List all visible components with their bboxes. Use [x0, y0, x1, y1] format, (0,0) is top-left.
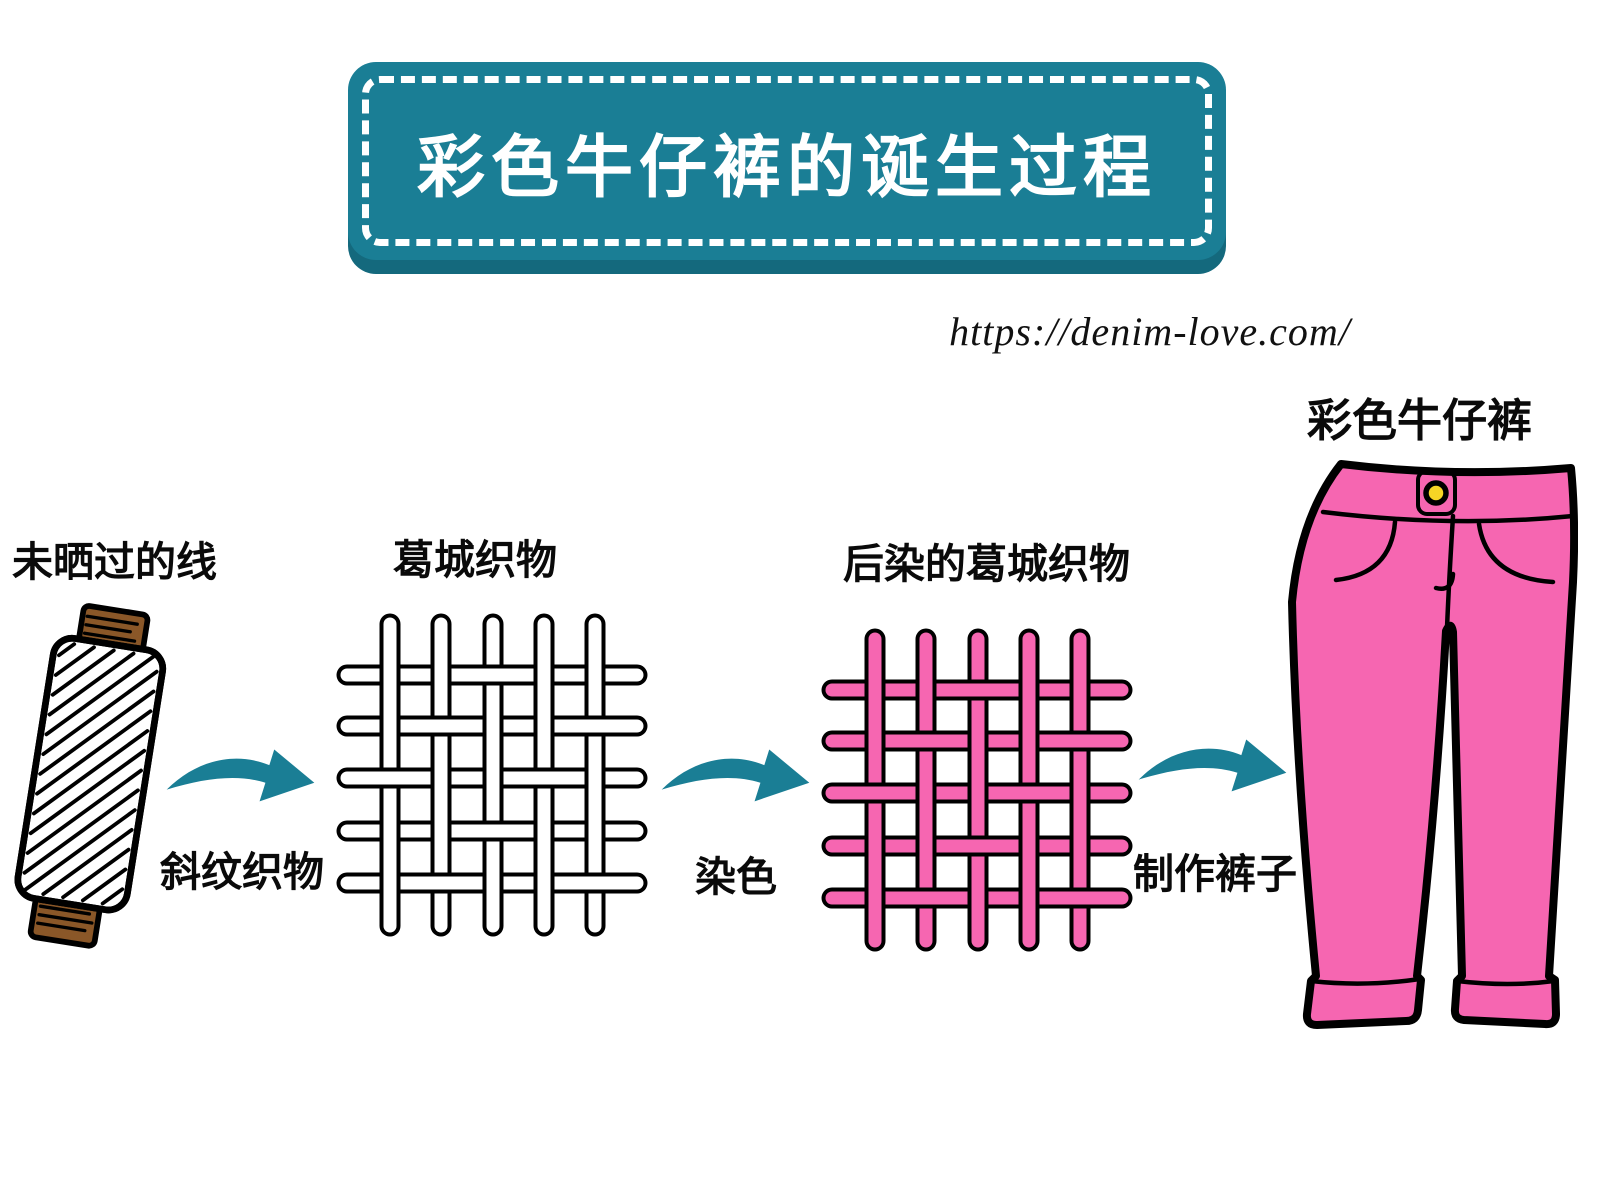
- spool-hatch-line: [22, 788, 140, 875]
- step-label-jeans: 彩色牛仔裤: [1307, 396, 1533, 446]
- jeans-right-cuff-line: [1454, 978, 1557, 987]
- spool-hatch-line: [35, 709, 153, 796]
- dyed-fabric-weave-illustration: [821, 628, 1133, 952]
- process-arrow-icon: [166, 749, 315, 802]
- spool-hatch-line: [53, 645, 96, 677]
- step-label-fabric: 葛城织物: [393, 537, 557, 583]
- jeans-button-tab: [1416, 469, 1457, 516]
- jeans-fly-hook-line: [1433, 571, 1456, 591]
- spool-hatch-line: [50, 648, 116, 697]
- jeans-button: [1423, 480, 1449, 506]
- process-arrow-icon: [661, 749, 810, 802]
- step-label-thread: 未晒过的线: [12, 539, 217, 585]
- spool-hatch-line: [61, 847, 131, 900]
- arrow-label-weaving: 斜纹织物: [160, 849, 324, 895]
- arrow-label-dyeing: 染色: [695, 854, 777, 900]
- spool-hatch-line: [21, 808, 137, 893]
- spool-hatch-line: [25, 768, 143, 855]
- page-title: 彩色牛仔裤的诞生过程: [416, 129, 1157, 206]
- jeans-illustration: [1288, 460, 1578, 1029]
- spool-hatch-line: [44, 654, 156, 737]
- step-label-dyed-fabric: 后染的葛城织物: [843, 541, 1130, 587]
- jeans-silhouette: [1288, 460, 1578, 1029]
- website-url: https://denim-love.com/: [949, 309, 1351, 354]
- spool-thread-hatching: [21, 642, 159, 906]
- spool-hatch-line: [57, 642, 77, 658]
- arrow-label-sewing: 制作裤子: [1133, 851, 1297, 897]
- jeans-right-pocket-line: [1476, 521, 1556, 585]
- spool-hatch-line: [28, 748, 147, 836]
- spool-hatch-line: [47, 651, 136, 717]
- jeans-left-pocket-line: [1333, 519, 1398, 583]
- spool-hatch-line: [31, 729, 150, 816]
- spool-hatch-line: [80, 867, 128, 903]
- spool-hatch-line: [100, 887, 125, 906]
- spool-hatch-line: [41, 827, 134, 897]
- title-banner: 彩色牛仔裤的诞生过程: [348, 62, 1226, 260]
- jeans-fly-line: [1444, 513, 1456, 631]
- title-dashed-border: 彩色牛仔裤的诞生过程: [362, 76, 1212, 246]
- fabric-weave-illustration: [336, 613, 648, 937]
- jeans-left-cuff-line: [1308, 976, 1423, 986]
- process-arrow-icon: [1138, 739, 1287, 792]
- spool-hatch-line: [38, 689, 156, 776]
- thread-spool-illustration: [14, 603, 167, 949]
- spool-hatch-line: [41, 669, 159, 757]
